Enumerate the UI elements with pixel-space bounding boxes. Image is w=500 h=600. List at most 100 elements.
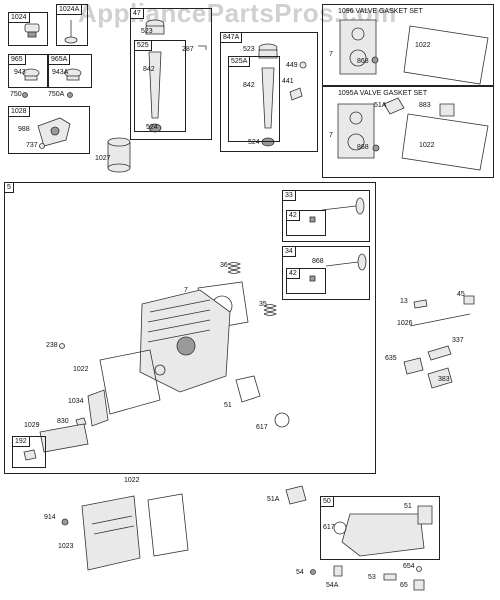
part-label-1022-head: 1022 (73, 366, 89, 373)
o-ring-part (274, 412, 290, 428)
box-965-label: 965 (8, 54, 26, 65)
part-label-36: 36 (220, 262, 228, 269)
box-33-label: 33 (282, 190, 296, 201)
box-34-label: 34 (282, 246, 296, 257)
dipstick-tube-part (145, 19, 207, 133)
box-42a (286, 210, 326, 236)
box-42b-label: 42 (286, 268, 300, 279)
part-label-35: 35 (259, 301, 267, 308)
oil-fill-cap-stem-part (64, 20, 78, 44)
part-label-1023: 1023 (58, 543, 74, 550)
box-47 (130, 8, 212, 140)
intake-gasket-part (285, 485, 307, 505)
box-42a-label: 42 (286, 210, 300, 221)
part-label-524-a: 524 (146, 124, 158, 131)
part-label-7-gasket: 7 (184, 287, 188, 294)
box-1024-label: 1024 (8, 12, 30, 23)
part-label-287: 287 (182, 46, 194, 53)
box-847a-label: 847A (220, 32, 243, 43)
box-1095a (322, 86, 494, 178)
exhaust-gasket-part (235, 375, 261, 403)
part-label-1022-cover: 1022 (124, 477, 140, 484)
part-label-53: 53 (368, 574, 376, 581)
screw-192-part (23, 449, 37, 461)
part-label-51a-set2: 51A (374, 102, 387, 109)
box-34 (282, 246, 370, 300)
part-label-523-a: 523 (141, 28, 153, 35)
part-label-7-set1: 7 (329, 51, 333, 58)
part-label-65: 65 (400, 582, 408, 589)
part-label-617-manifold: 617 (323, 524, 335, 531)
box-1096 (322, 4, 494, 86)
box-525-label: 525 (134, 40, 152, 51)
dipstick-cap-part (22, 68, 40, 98)
oil-filter-adapter-part (37, 117, 71, 149)
part-label-51a: 51A (267, 496, 280, 503)
valve-cover-part (81, 495, 141, 571)
part-label-868-set2: 868 (357, 144, 369, 151)
part-label-238: 238 (46, 342, 58, 349)
part-label-1026: 1026 (397, 320, 413, 327)
box-1028-label: 1028 (8, 106, 30, 117)
part-label-868-set1: 868 (357, 58, 369, 65)
part-label-51-manifold: 51 (404, 503, 412, 510)
spark-plug-part (427, 345, 452, 361)
pushrod-part (409, 295, 475, 327)
oil-fill-cap-part (24, 23, 40, 38)
box-965a-label: 965A (48, 54, 71, 65)
box-525a (228, 56, 280, 142)
part-label-449: 449 (286, 62, 298, 69)
box-1024a-label: 1024A (56, 4, 83, 15)
part-label-1022-set2: 1022 (419, 142, 435, 149)
screw-54a-part (333, 565, 343, 577)
part-label-750: 750 (10, 91, 22, 98)
dipstick-tube-a-part (258, 43, 307, 147)
dipstick-cap-a-part (64, 68, 82, 98)
breather-part (87, 389, 109, 427)
head-bolt-part (59, 343, 65, 349)
part-label-1029: 1029 (24, 422, 40, 429)
part-label-914: 914 (44, 514, 56, 521)
box-965 (8, 54, 48, 88)
part-label-51: 51 (224, 402, 232, 409)
part-label-617: 617 (256, 424, 268, 431)
part-label-54a: 54A (326, 582, 339, 589)
valve-gasket-set-1096-part (339, 19, 489, 85)
box-50 (320, 496, 440, 560)
part-label-1034: 1034 (68, 398, 84, 405)
stud-53-part (383, 573, 397, 581)
box-192-label: 192 (12, 436, 30, 447)
valve-gasket-set-1095a-part (337, 97, 489, 171)
box-42b (286, 268, 326, 294)
part-label-7-set2: 7 (329, 132, 333, 139)
box-33 (282, 190, 370, 242)
part-label-883-set2: 883 (419, 102, 431, 109)
oil-filter-part (107, 137, 131, 173)
part-label-635: 635 (385, 355, 397, 362)
box-50-label: 50 (320, 496, 334, 507)
box-1028 (8, 106, 90, 154)
cover-screw-part (61, 518, 69, 526)
part-label-45: 45 (457, 291, 465, 298)
washer-654-part (416, 566, 422, 572)
part-label-441: 441 (282, 78, 294, 85)
box-1095a-title: 1095A VALVE GASKET SET (338, 90, 428, 97)
part-label-988: 988 (18, 126, 30, 133)
part-label-1022-set1: 1022 (415, 42, 431, 49)
box-5-label: 5 (4, 182, 14, 193)
part-label-337: 337 (452, 337, 464, 344)
box-847a (220, 32, 318, 152)
intake-manifold-part (333, 505, 433, 557)
part-label-654: 654 (403, 563, 415, 570)
cylinder-head-part (139, 289, 231, 393)
part-label-750a: 750A (48, 91, 65, 98)
valve-spring-part (227, 262, 277, 316)
intake-valve-part (309, 253, 367, 282)
breather-cover-part (39, 423, 89, 453)
part-label-943a: 943A (52, 69, 69, 76)
part-label-842-a: 842 (143, 66, 155, 73)
part-label-842-b: 842 (243, 82, 255, 89)
part-label-943: 943 (14, 69, 26, 76)
part-label-1027: 1027 (95, 155, 111, 162)
box-525 (134, 40, 186, 132)
